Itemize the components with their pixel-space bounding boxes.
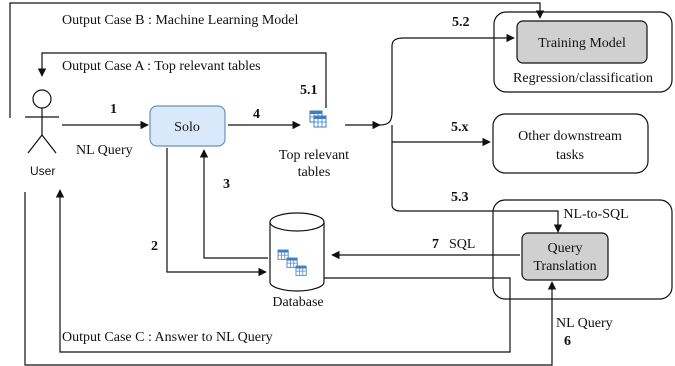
case-a-arrow — [37, 52, 327, 108]
step-5-x-label: 5.x — [451, 120, 469, 135]
arrow-solo-to-db — [166, 148, 267, 277]
training-model-label: Training Model — [538, 36, 626, 51]
query-translation-label-1: Query — [548, 241, 583, 256]
nl-to-sql-label: NL-to-SQL — [563, 207, 628, 222]
arrow-db-to-solo — [199, 149, 268, 259]
nl-to-sql-container — [492, 199, 673, 300]
top-tables-label-2: tables — [298, 165, 331, 180]
regression-label: Regression/classification — [513, 71, 653, 86]
training-container — [493, 11, 673, 93]
query-translation-label-2: Translation — [533, 259, 596, 274]
step-2-label: 2 — [151, 239, 158, 254]
step-4-label: 4 — [253, 107, 260, 122]
case-b-arrow — [9, 2, 545, 118]
nl-query-label-right: NL Query — [556, 316, 613, 331]
case-a-label: Output Case A : Top relevant tables — [62, 59, 261, 74]
case-b-label: Output Case B : Machine Learning Model — [62, 13, 299, 28]
case-c-label: Output Case C : Answer to NL Query — [62, 330, 273, 345]
nl-query-label-left: NL Query — [76, 143, 133, 158]
step-3-label: 3 — [223, 177, 230, 192]
training-model-box — [516, 20, 648, 64]
case-c-arrow — [55, 189, 511, 353]
user-label: User — [30, 164, 55, 178]
top-tables-icon — [309, 110, 327, 128]
database-label: Database — [272, 295, 323, 310]
query-translation-box — [521, 232, 609, 281]
branch-brace — [379, 37, 405, 126]
other-tasks-box — [492, 113, 649, 174]
arrow-user-to-query — [24, 192, 557, 366]
solo-label: Solo — [174, 120, 200, 135]
other-tasks-label-2: tasks — [556, 148, 584, 163]
arrow-to-query — [400, 210, 563, 233]
step-5-3-label: 5.3 — [451, 190, 469, 205]
other-tasks-label-1: Other downstream — [518, 129, 622, 144]
top-tables-label-1: Top relevant — [279, 148, 349, 163]
step-1-label: 1 — [110, 102, 117, 117]
solo-box — [149, 105, 226, 147]
database-icon — [269, 212, 325, 292]
step-6-label: 6 — [564, 334, 571, 349]
step-5-2-label: 5.2 — [452, 15, 470, 30]
step-7-label: 7 — [432, 237, 439, 252]
user-icon — [25, 89, 59, 154]
sql-label: SQL — [449, 237, 475, 252]
branch-brace-lower — [391, 125, 401, 212]
step-5-1-label: 5.1 — [300, 83, 318, 98]
